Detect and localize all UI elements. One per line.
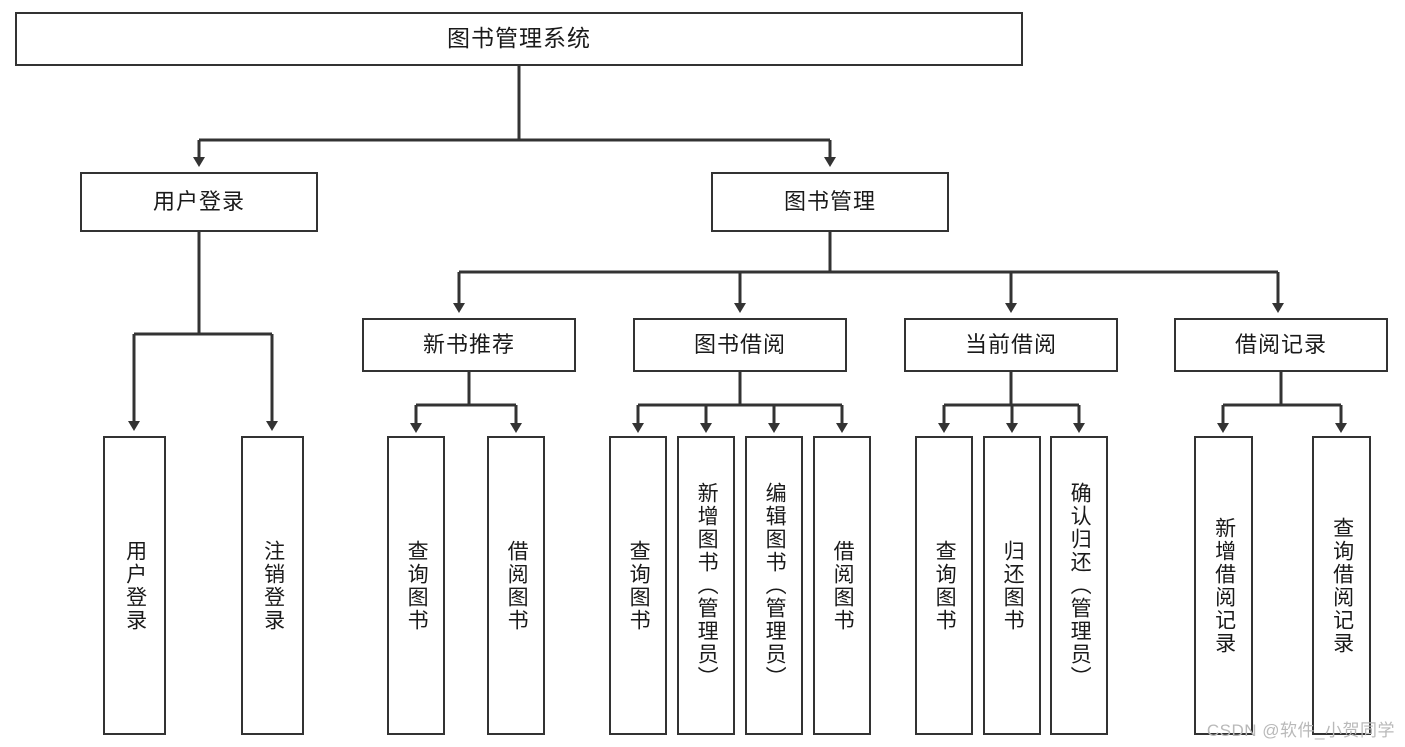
node-leaf-user-login[interactable]: 用户登录 (103, 436, 166, 735)
node-leaf-query-book-current[interactable]: 查询图书 (915, 436, 973, 735)
node-leaf-query-borrow-record[interactable]: 查询借阅记录 (1312, 436, 1371, 735)
node-leaf-edit-book-admin[interactable]: 编辑图书（管理员） (745, 436, 803, 735)
node-current-borrow[interactable]: 当前借阅 (904, 318, 1118, 372)
node-new-book-recommend[interactable]: 新书推荐 (362, 318, 576, 372)
node-leaf-borrow-book[interactable]: 借阅图书 (813, 436, 871, 735)
node-leaf-logout[interactable]: 注销登录 (241, 436, 304, 735)
node-user-login[interactable]: 用户登录 (80, 172, 318, 232)
node-leaf-add-book-admin[interactable]: 新增图书（管理员） (677, 436, 735, 735)
node-leaf-add-borrow-record[interactable]: 新增借阅记录 (1194, 436, 1253, 735)
node-leaf-query-book-recommend[interactable]: 查询图书 (387, 436, 445, 735)
node-book-management[interactable]: 图书管理 (711, 172, 949, 232)
node-leaf-borrow-book-recommend[interactable]: 借阅图书 (487, 436, 545, 735)
node-leaf-return-book[interactable]: 归还图书 (983, 436, 1041, 735)
watermark-text: CSDN @软件_小贺同学 (1206, 721, 1395, 740)
node-root-book-management-system[interactable]: 图书管理系统 (15, 12, 1023, 66)
node-leaf-confirm-return-admin[interactable]: 确认归还（管理员） (1050, 436, 1108, 735)
node-book-borrow[interactable]: 图书借阅 (633, 318, 847, 372)
node-borrow-record[interactable]: 借阅记录 (1174, 318, 1388, 372)
node-leaf-query-book-borrow[interactable]: 查询图书 (609, 436, 667, 735)
